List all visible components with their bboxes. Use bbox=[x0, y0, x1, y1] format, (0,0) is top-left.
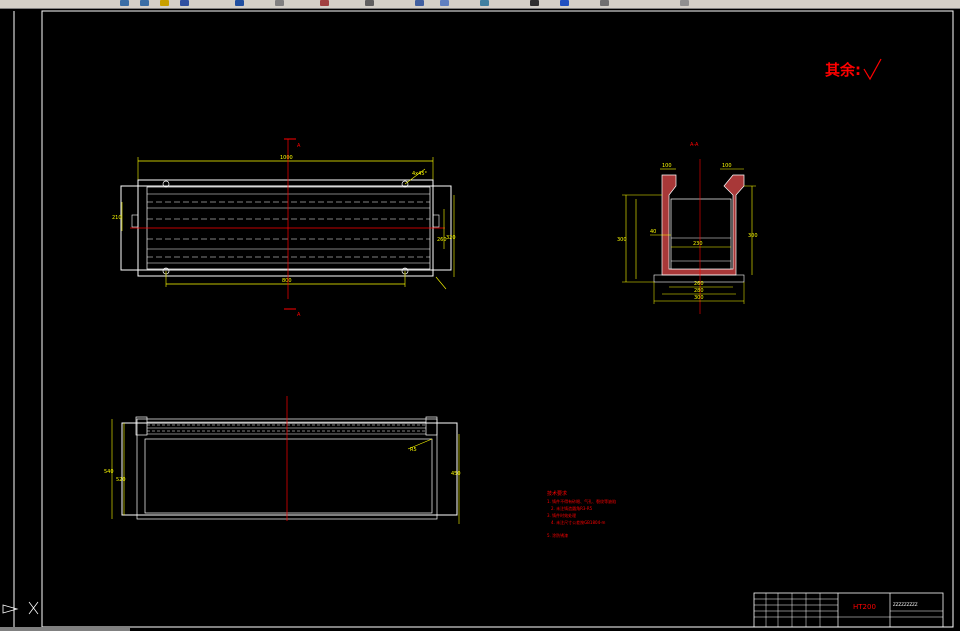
top-view: 1000 4x45° 210 320 260 bbox=[112, 155, 456, 290]
ucs-icon bbox=[2, 601, 39, 615]
dim-section-mid: 40 bbox=[650, 229, 656, 235]
properties-icon[interactable] bbox=[365, 0, 374, 6]
section-label-bottom: A bbox=[297, 312, 301, 318]
section-line: A A bbox=[284, 138, 301, 318]
zoom-icon[interactable] bbox=[275, 0, 284, 6]
redo-icon[interactable] bbox=[140, 0, 149, 6]
dim-front-height-outer: 540 bbox=[104, 469, 114, 475]
dim-front-height-inner: 520 bbox=[116, 477, 126, 483]
title-block: HT200 ZZZZZZZZZ bbox=[753, 592, 944, 628]
tech-req-line: 3. 铸件时效处理 bbox=[547, 512, 576, 518]
drawing-canvas[interactable]: 其余: 1000 4x45° 21 bbox=[0, 9, 960, 631]
surface-note: 其余: bbox=[825, 61, 861, 79]
pan-icon[interactable] bbox=[235, 0, 244, 6]
save-icon[interactable] bbox=[180, 0, 189, 6]
dim-front-chamfer: R5 bbox=[410, 447, 417, 453]
dim-section-top-left: 100 bbox=[662, 163, 672, 169]
section-view: A-A 100 100 300 300 40 230 260 280 bbox=[617, 142, 758, 314]
tech-req-line: 2. 未注铸造圆角R3-R5 bbox=[551, 505, 593, 511]
dim-height-left: 210 bbox=[112, 215, 122, 221]
tech-req-line: 5. 涂防锈漆 bbox=[547, 532, 568, 538]
section-label-top: A bbox=[297, 143, 301, 149]
calculator-icon[interactable] bbox=[530, 0, 539, 6]
dim-section-right-height: 300 bbox=[748, 233, 758, 239]
dim-section-top-right: 100 bbox=[722, 163, 732, 169]
dim-chamfer-top: 4x45° bbox=[412, 171, 428, 177]
dim-section-base-2: 280 bbox=[694, 288, 704, 294]
layer-icon[interactable] bbox=[320, 0, 329, 6]
dim-section-base-1: 260 bbox=[694, 281, 704, 287]
undo-icon[interactable] bbox=[120, 0, 129, 6]
roughness-symbol-icon bbox=[863, 58, 882, 81]
drawing-border bbox=[41, 10, 954, 628]
layer-icon[interactable] bbox=[680, 0, 689, 6]
material-label: HT200 bbox=[853, 603, 876, 611]
table-icon[interactable] bbox=[440, 0, 449, 6]
technical-requirements: 技术要求 1. 铸件不得有砂眼、气孔、裂纹等缺陷 2. 未注铸造圆角R3-R5 … bbox=[547, 490, 616, 538]
dim-overall-length: 1000 bbox=[280, 155, 293, 161]
grid-icon[interactable] bbox=[600, 0, 609, 6]
tech-req-line: 1. 铸件不得有砂眼、气孔、裂纹等缺陷 bbox=[547, 498, 616, 504]
tech-req-line: 4. 未注尺寸公差按GB1804-m bbox=[551, 519, 606, 525]
cad-toolbar bbox=[0, 0, 960, 9]
text-icon[interactable] bbox=[415, 0, 424, 6]
dim-front-height-right: 450 bbox=[451, 471, 461, 477]
dim-hole-spacing: 800 bbox=[282, 278, 292, 284]
dim-inner-height: 260 bbox=[437, 237, 447, 243]
front-view: 540 520 450 R5 bbox=[104, 396, 461, 524]
dim-section-left-height: 300 bbox=[617, 237, 627, 243]
section-view-title: A-A bbox=[690, 142, 699, 148]
help-icon[interactable] bbox=[560, 0, 569, 6]
dim-section-base-3: 300 bbox=[694, 295, 704, 301]
dim-section-inner: 230 bbox=[693, 241, 703, 247]
model-layout-tabs[interactable] bbox=[0, 627, 130, 631]
insert-icon[interactable] bbox=[480, 0, 489, 6]
tech-req-title: 技术要求 bbox=[547, 490, 567, 497]
open-icon[interactable] bbox=[160, 0, 169, 6]
title-block-name: ZZZZZZZZZ bbox=[893, 602, 918, 607]
dim-height-right: 320 bbox=[446, 235, 456, 241]
